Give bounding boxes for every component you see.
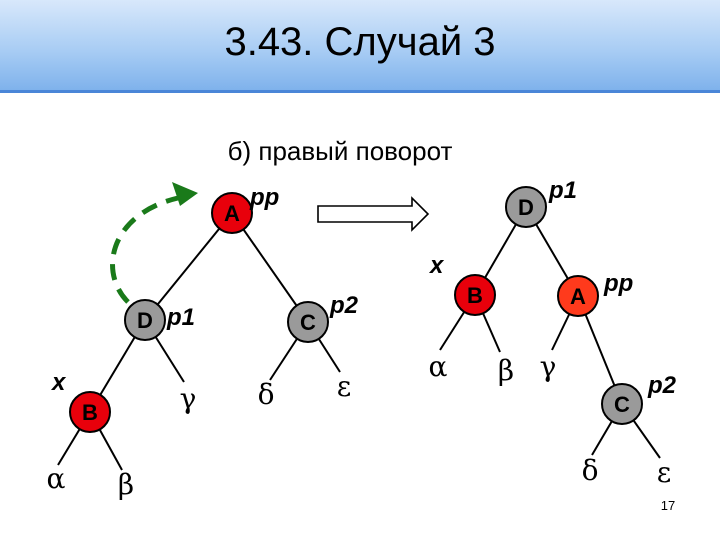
rotation-arrow-path bbox=[110, 195, 179, 304]
transform-arrow bbox=[317, 196, 430, 232]
right-node-B: B bbox=[454, 274, 496, 316]
right-leaf-gamma: γ bbox=[540, 350, 557, 383]
slide-title: 3.43. Случай 3 bbox=[224, 20, 496, 64]
right-node-C: C bbox=[601, 383, 643, 425]
page-number: 17 bbox=[661, 498, 675, 513]
right-label-p2: p2 bbox=[647, 372, 677, 399]
right-node-D-label: D bbox=[518, 195, 534, 220]
left-node-C: C bbox=[287, 301, 329, 343]
left-label-p2: p2 bbox=[329, 292, 359, 319]
left-node-B: B bbox=[69, 391, 111, 433]
left-leaf-alpha: α bbox=[47, 462, 66, 495]
left-node-A-label: A bbox=[224, 201, 240, 226]
left-leaf-epsilon: ε bbox=[337, 370, 352, 403]
right-node-A: A bbox=[557, 275, 599, 317]
right-node-B-label: B bbox=[467, 283, 483, 308]
right-node-C-label: C bbox=[614, 392, 630, 417]
edge-A-C bbox=[231, 212, 309, 323]
right-label-pp: pp bbox=[603, 270, 633, 297]
right-node-D: D bbox=[505, 186, 547, 228]
rotation-arrowhead bbox=[172, 182, 198, 206]
title-banner: 3.43. Случай 3 bbox=[0, 0, 720, 93]
left-label-pp: pp bbox=[249, 184, 279, 211]
left-leaf-delta: δ bbox=[258, 378, 275, 411]
right-leaf-epsilon: ε bbox=[657, 456, 672, 489]
right-label-p1: p1 bbox=[548, 177, 577, 204]
left-node-C-label: C bbox=[300, 310, 316, 335]
left-node-B-label: B bbox=[82, 400, 98, 425]
left-node-D: D bbox=[124, 299, 166, 341]
left-node-D-label: D bbox=[137, 308, 153, 333]
edge-A-D bbox=[144, 212, 233, 321]
left-leaf-beta: β bbox=[118, 468, 134, 501]
right-label-x: x bbox=[428, 252, 445, 279]
right-leaf-delta: δ bbox=[582, 454, 599, 487]
left-tree-edges bbox=[57, 212, 341, 471]
right-leaf-alpha: α bbox=[429, 350, 448, 383]
subtitle: б) правый поворот bbox=[228, 136, 453, 166]
left-label-x: x bbox=[50, 369, 67, 396]
left-node-A: A bbox=[211, 192, 253, 234]
left-leaf-gamma: γ bbox=[180, 382, 197, 415]
right-leaf-beta: β bbox=[498, 354, 514, 387]
right-node-A-label: A bbox=[570, 284, 586, 309]
left-label-p1: p1 bbox=[166, 304, 195, 331]
